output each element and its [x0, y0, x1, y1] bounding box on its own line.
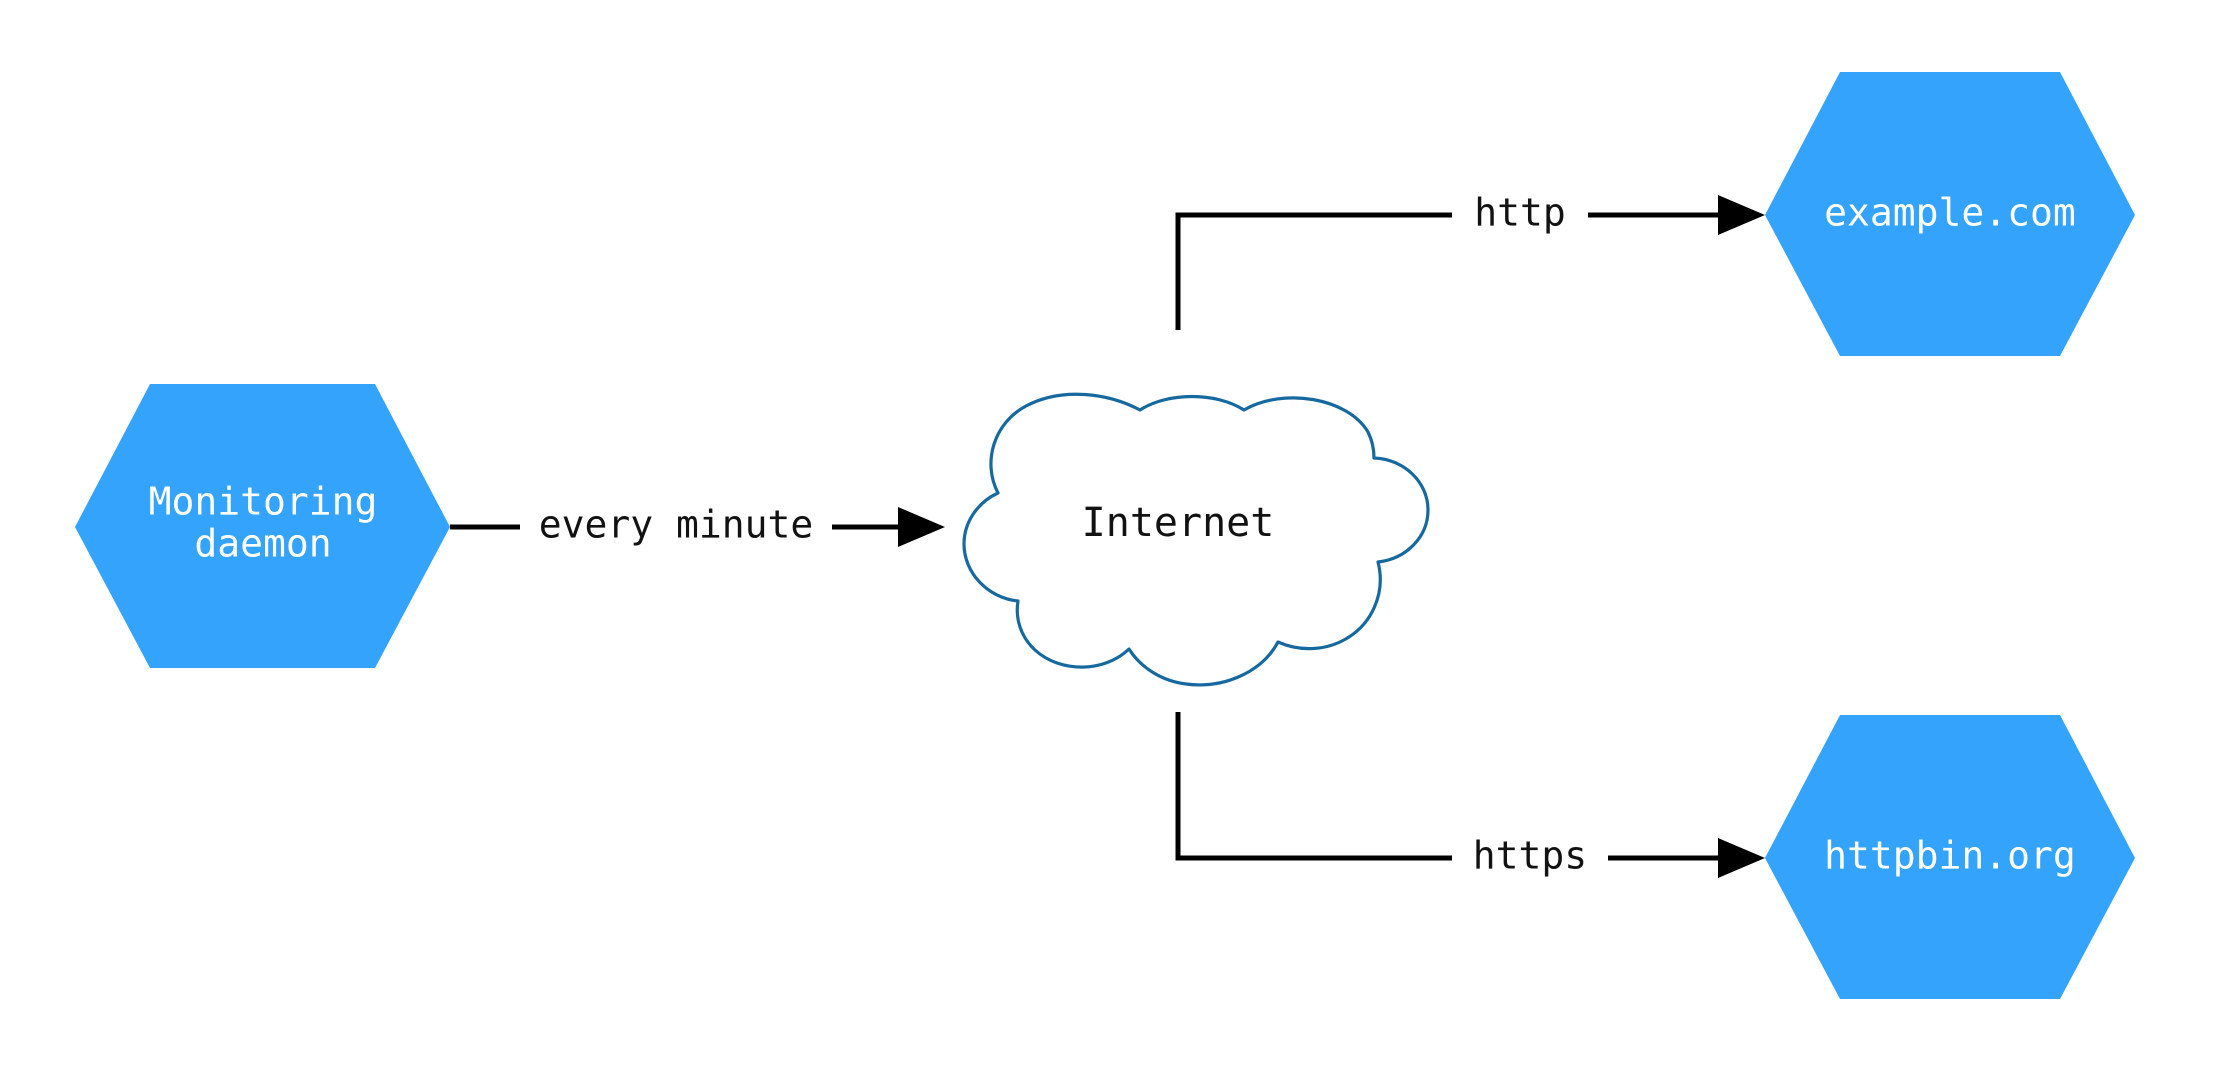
edge-internet-to-example[interactable]: http	[1175, 191, 1765, 331]
node-example-com-hexagon	[1765, 72, 2135, 356]
edge-label-every-minute: every minute	[539, 503, 814, 547]
edge-internet-to-httpbin-line-stem	[1175, 712, 1452, 861]
edge-internet-to-httpbin[interactable]: https	[1175, 712, 1765, 878]
node-monitoring-daemon-label-line1: Monitoring	[149, 480, 378, 524]
node-monitoring-daemon-label-line2: daemon	[194, 522, 331, 566]
edge-internet-to-httpbin-arrowhead	[1718, 838, 1765, 878]
node-monitoring-daemon-hexagon	[75, 384, 450, 668]
node-internet[interactable]: Internet	[962, 392, 1430, 687]
edge-internet-to-example-line-stem	[1175, 212, 1452, 330]
edge-label-https: https	[1473, 834, 1587, 878]
node-example-com[interactable]: example.com	[1765, 72, 2135, 356]
node-example-com-label: example.com	[1824, 191, 2076, 235]
node-httpbin-org-label: httpbin.org	[1824, 834, 2076, 878]
edge-label-http: http	[1474, 191, 1566, 235]
node-internet-cloud-outline	[962, 392, 1430, 687]
node-monitoring-daemon[interactable]: Monitoring daemon	[75, 384, 450, 668]
edge-internet-to-example-arrowhead	[1718, 195, 1765, 235]
node-httpbin-org[interactable]: httpbin.org	[1765, 715, 2135, 999]
node-internet-label: Internet	[1082, 500, 1275, 546]
edge-daemon-to-internet-arrowhead	[898, 507, 945, 547]
edge-daemon-to-internet[interactable]: every minute	[450, 503, 945, 548]
node-httpbin-org-hexagon	[1765, 715, 2135, 999]
